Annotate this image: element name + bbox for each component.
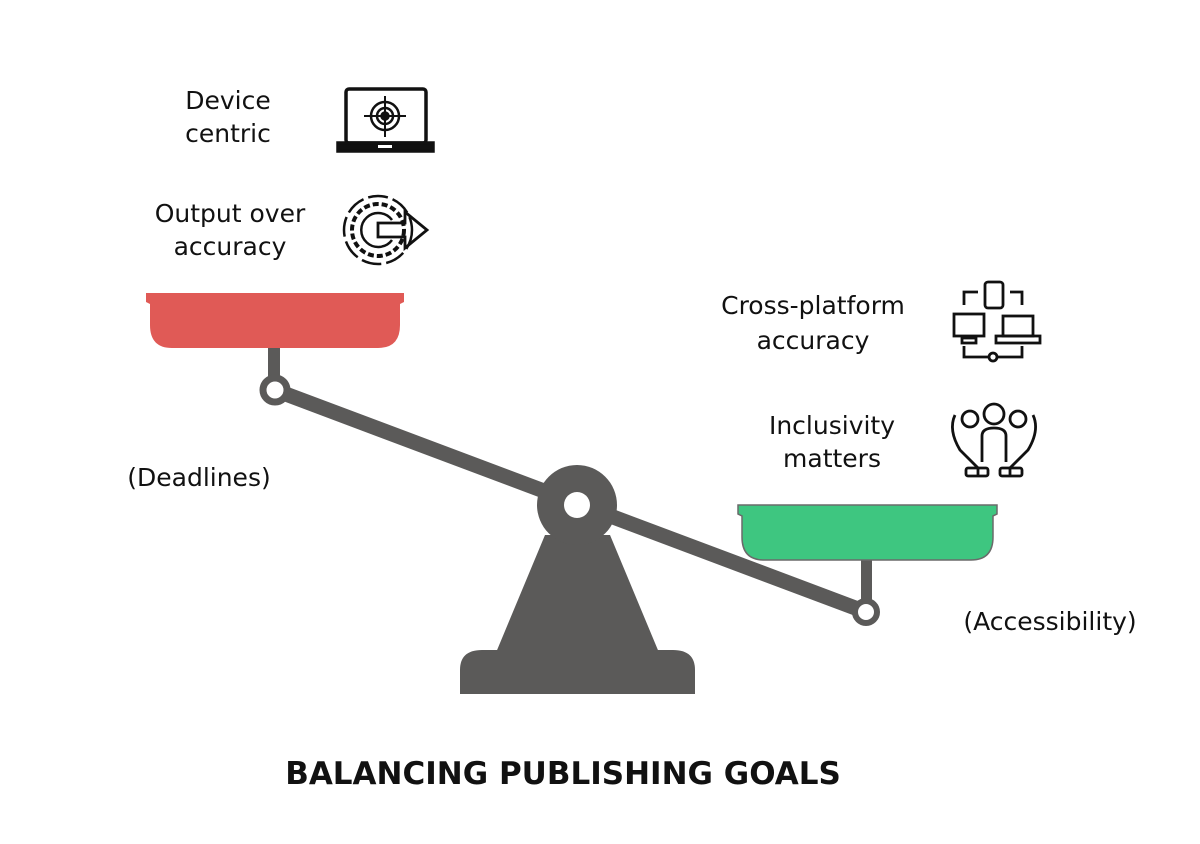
label-inclusivity-line2: matters (783, 444, 881, 473)
left-pan (146, 293, 404, 406)
label-output-line1: Output over (155, 199, 306, 228)
devices-network-icon (952, 280, 1042, 363)
right-pan (737, 504, 998, 626)
caption-deadlines: (Deadlines) (127, 463, 270, 492)
label-device-line2: centric (185, 119, 271, 148)
label-output-line2: accuracy (174, 232, 287, 261)
scale-pivot-hub (537, 465, 617, 545)
label-inclusivity-line1: Inclusivity (769, 411, 895, 440)
people-hands-icon (951, 402, 1037, 478)
caption-accessibility: (Accessibility) (963, 607, 1136, 636)
scale-base (460, 535, 695, 694)
gear-arrow-icon (342, 194, 430, 266)
laptop-target-icon (336, 87, 435, 153)
diagram-title: BALANCING PUBLISHING GOALS (285, 756, 841, 792)
label-device-line1: Device (185, 86, 271, 115)
label-cross-line1: Cross-platform (721, 291, 905, 320)
label-cross-line2: accuracy (757, 326, 870, 355)
